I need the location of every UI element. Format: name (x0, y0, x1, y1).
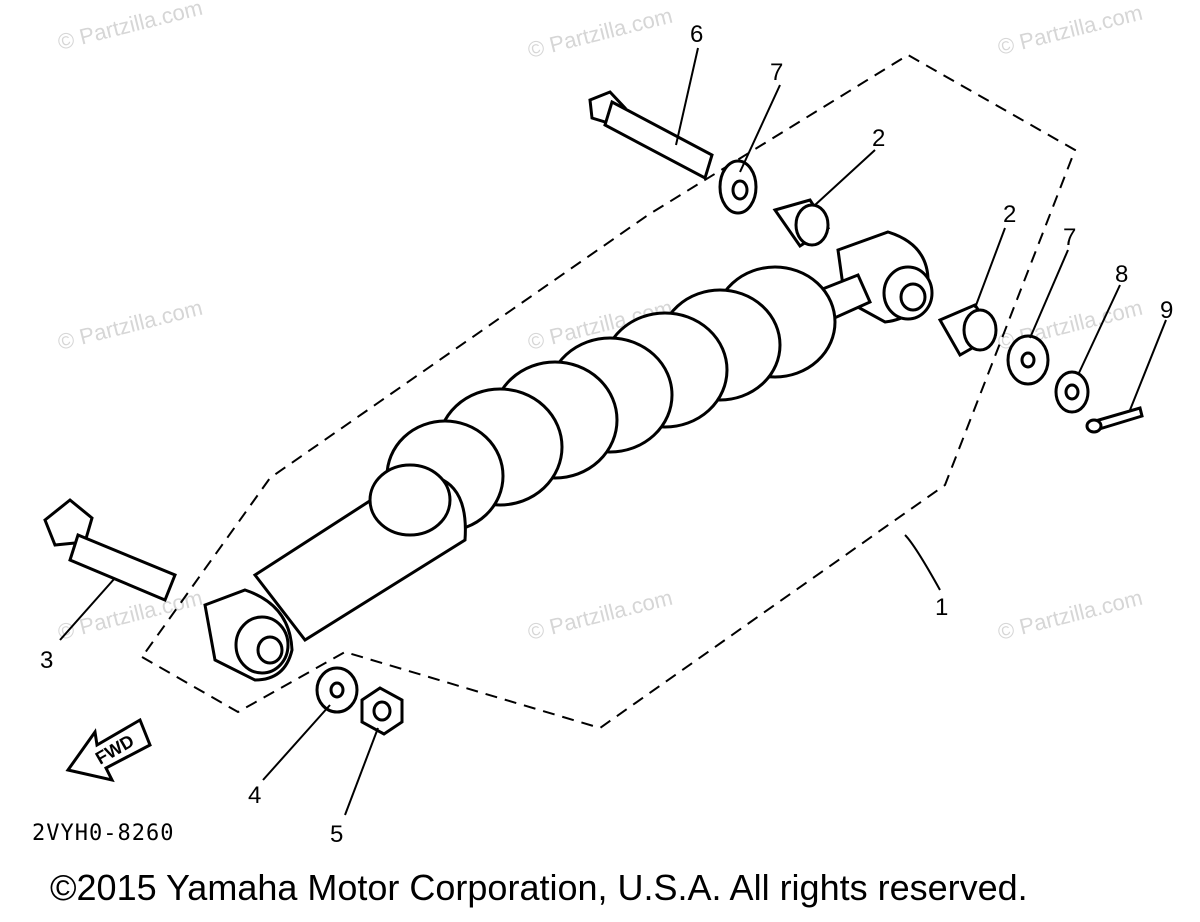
bolt-upper (588, 90, 714, 181)
watermark: © Partzilla.com (55, 295, 205, 355)
copyright-text: ©2015 Yamaha Motor Corporation, U.S.A. A… (50, 867, 1028, 908)
watermark: © Partzilla.com (995, 585, 1145, 645)
forward-arrow-icon: FWD (65, 717, 152, 783)
collar-upper (772, 198, 831, 249)
callout-5: 5 (330, 821, 343, 848)
collar-lower (937, 303, 998, 358)
callout-2-lower: 2 (1003, 201, 1016, 228)
washer-small (1054, 370, 1090, 414)
watermark: © Partzilla.com (55, 0, 205, 55)
callout-8: 8 (1115, 261, 1128, 288)
callout-2-upper: 2 (872, 125, 885, 152)
callout-1: 1 (935, 594, 948, 621)
callout-7-upper: 7 (770, 59, 783, 86)
nut (360, 686, 404, 736)
watermark: © Partzilla.com (525, 585, 675, 645)
washer-right (1006, 334, 1050, 386)
watermark: © Partzilla.com (525, 3, 675, 63)
callout-3: 3 (40, 647, 53, 674)
washer-bottom (315, 666, 359, 714)
callout-9: 9 (1160, 297, 1173, 324)
callout-7-right: 7 (1063, 224, 1076, 251)
watermark: © Partzilla.com (55, 585, 205, 645)
washer-upper (718, 159, 758, 215)
callouts: 6 7 2 2 7 8 9 1 3 4 5 (40, 21, 1173, 848)
watermark: © Partzilla.com (995, 0, 1145, 60)
callout-6: 6 (690, 21, 703, 48)
shock-absorber (203, 230, 934, 682)
bolt-lower (43, 498, 177, 602)
part-code: 2VYH0-8260 (32, 821, 174, 846)
assembly-outline (140, 53, 1077, 730)
leader-lines (59, 47, 1167, 816)
cotter-pin (1085, 406, 1144, 434)
callout-4: 4 (248, 782, 261, 809)
